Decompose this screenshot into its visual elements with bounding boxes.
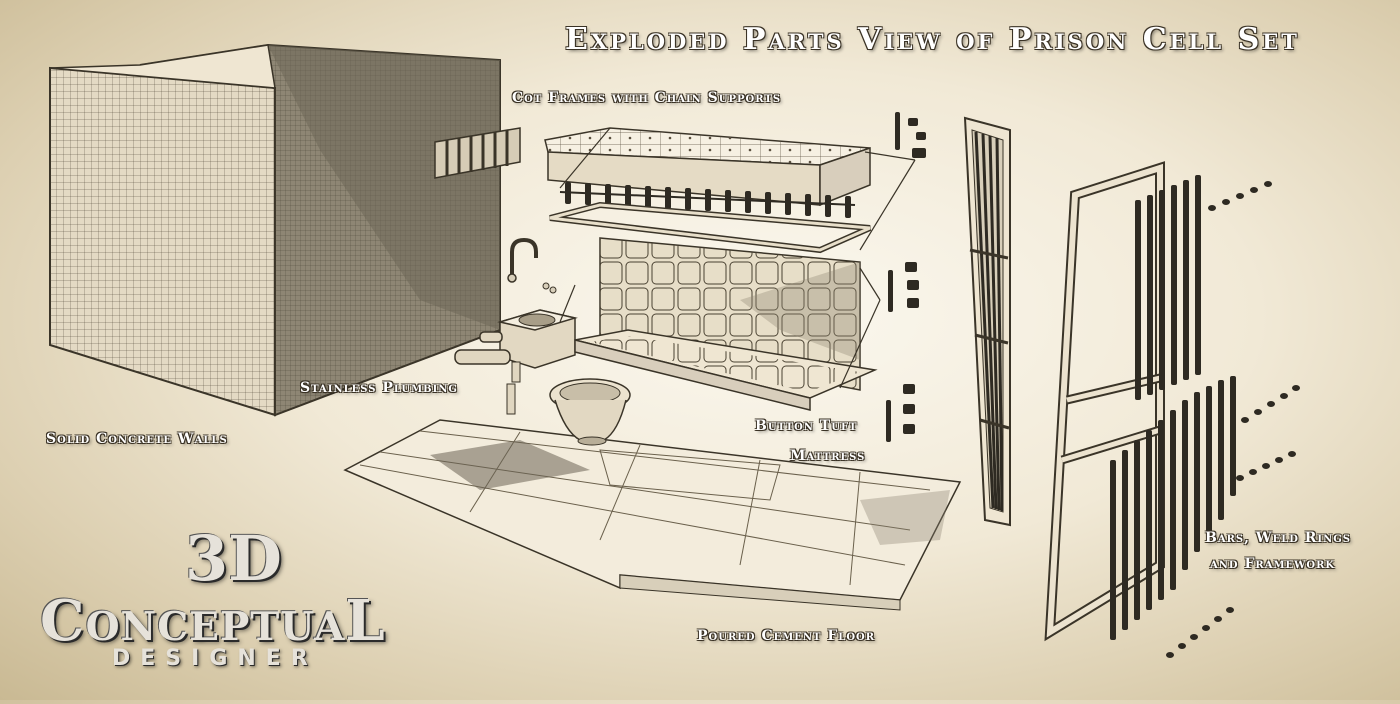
logo-line-3d: 3D [185, 522, 282, 595]
wall-vent-icon [434, 127, 521, 179]
weld-rings-icon [1166, 181, 1300, 658]
label-plumbing: Stainless Plumbing [300, 380, 458, 396]
cell-door [963, 116, 1011, 527]
label-cot-frames: Cot Frames with Chain Supports [512, 90, 782, 106]
logo-line-designer: DESIGNER [112, 646, 318, 671]
label-mattress-line1: Button Tuft [755, 418, 858, 434]
plumbing-fixtures [454, 237, 631, 446]
prison-bars [1110, 175, 1236, 640]
label-concrete-walls: Solid Concrete Walls [46, 431, 228, 447]
cot-assembly [544, 112, 926, 442]
diagram-title: Exploded Parts View of Prison Cell Set [565, 22, 1300, 57]
bar-framework [1044, 161, 1165, 642]
cement-floor [343, 419, 962, 611]
label-bars-line2: and Framework [1210, 556, 1336, 572]
concrete-walls [49, 43, 521, 417]
toilet-icon [549, 378, 631, 446]
label-bars-line1: Bars, Weld Rings [1205, 530, 1352, 546]
label-mattress-line2: Mattress [790, 448, 866, 464]
label-cement-floor: Poured Cement Floor [697, 628, 876, 644]
logo-line-conceptual: ConceptuaL [40, 588, 386, 654]
hardware-bolts-icon [886, 112, 926, 442]
